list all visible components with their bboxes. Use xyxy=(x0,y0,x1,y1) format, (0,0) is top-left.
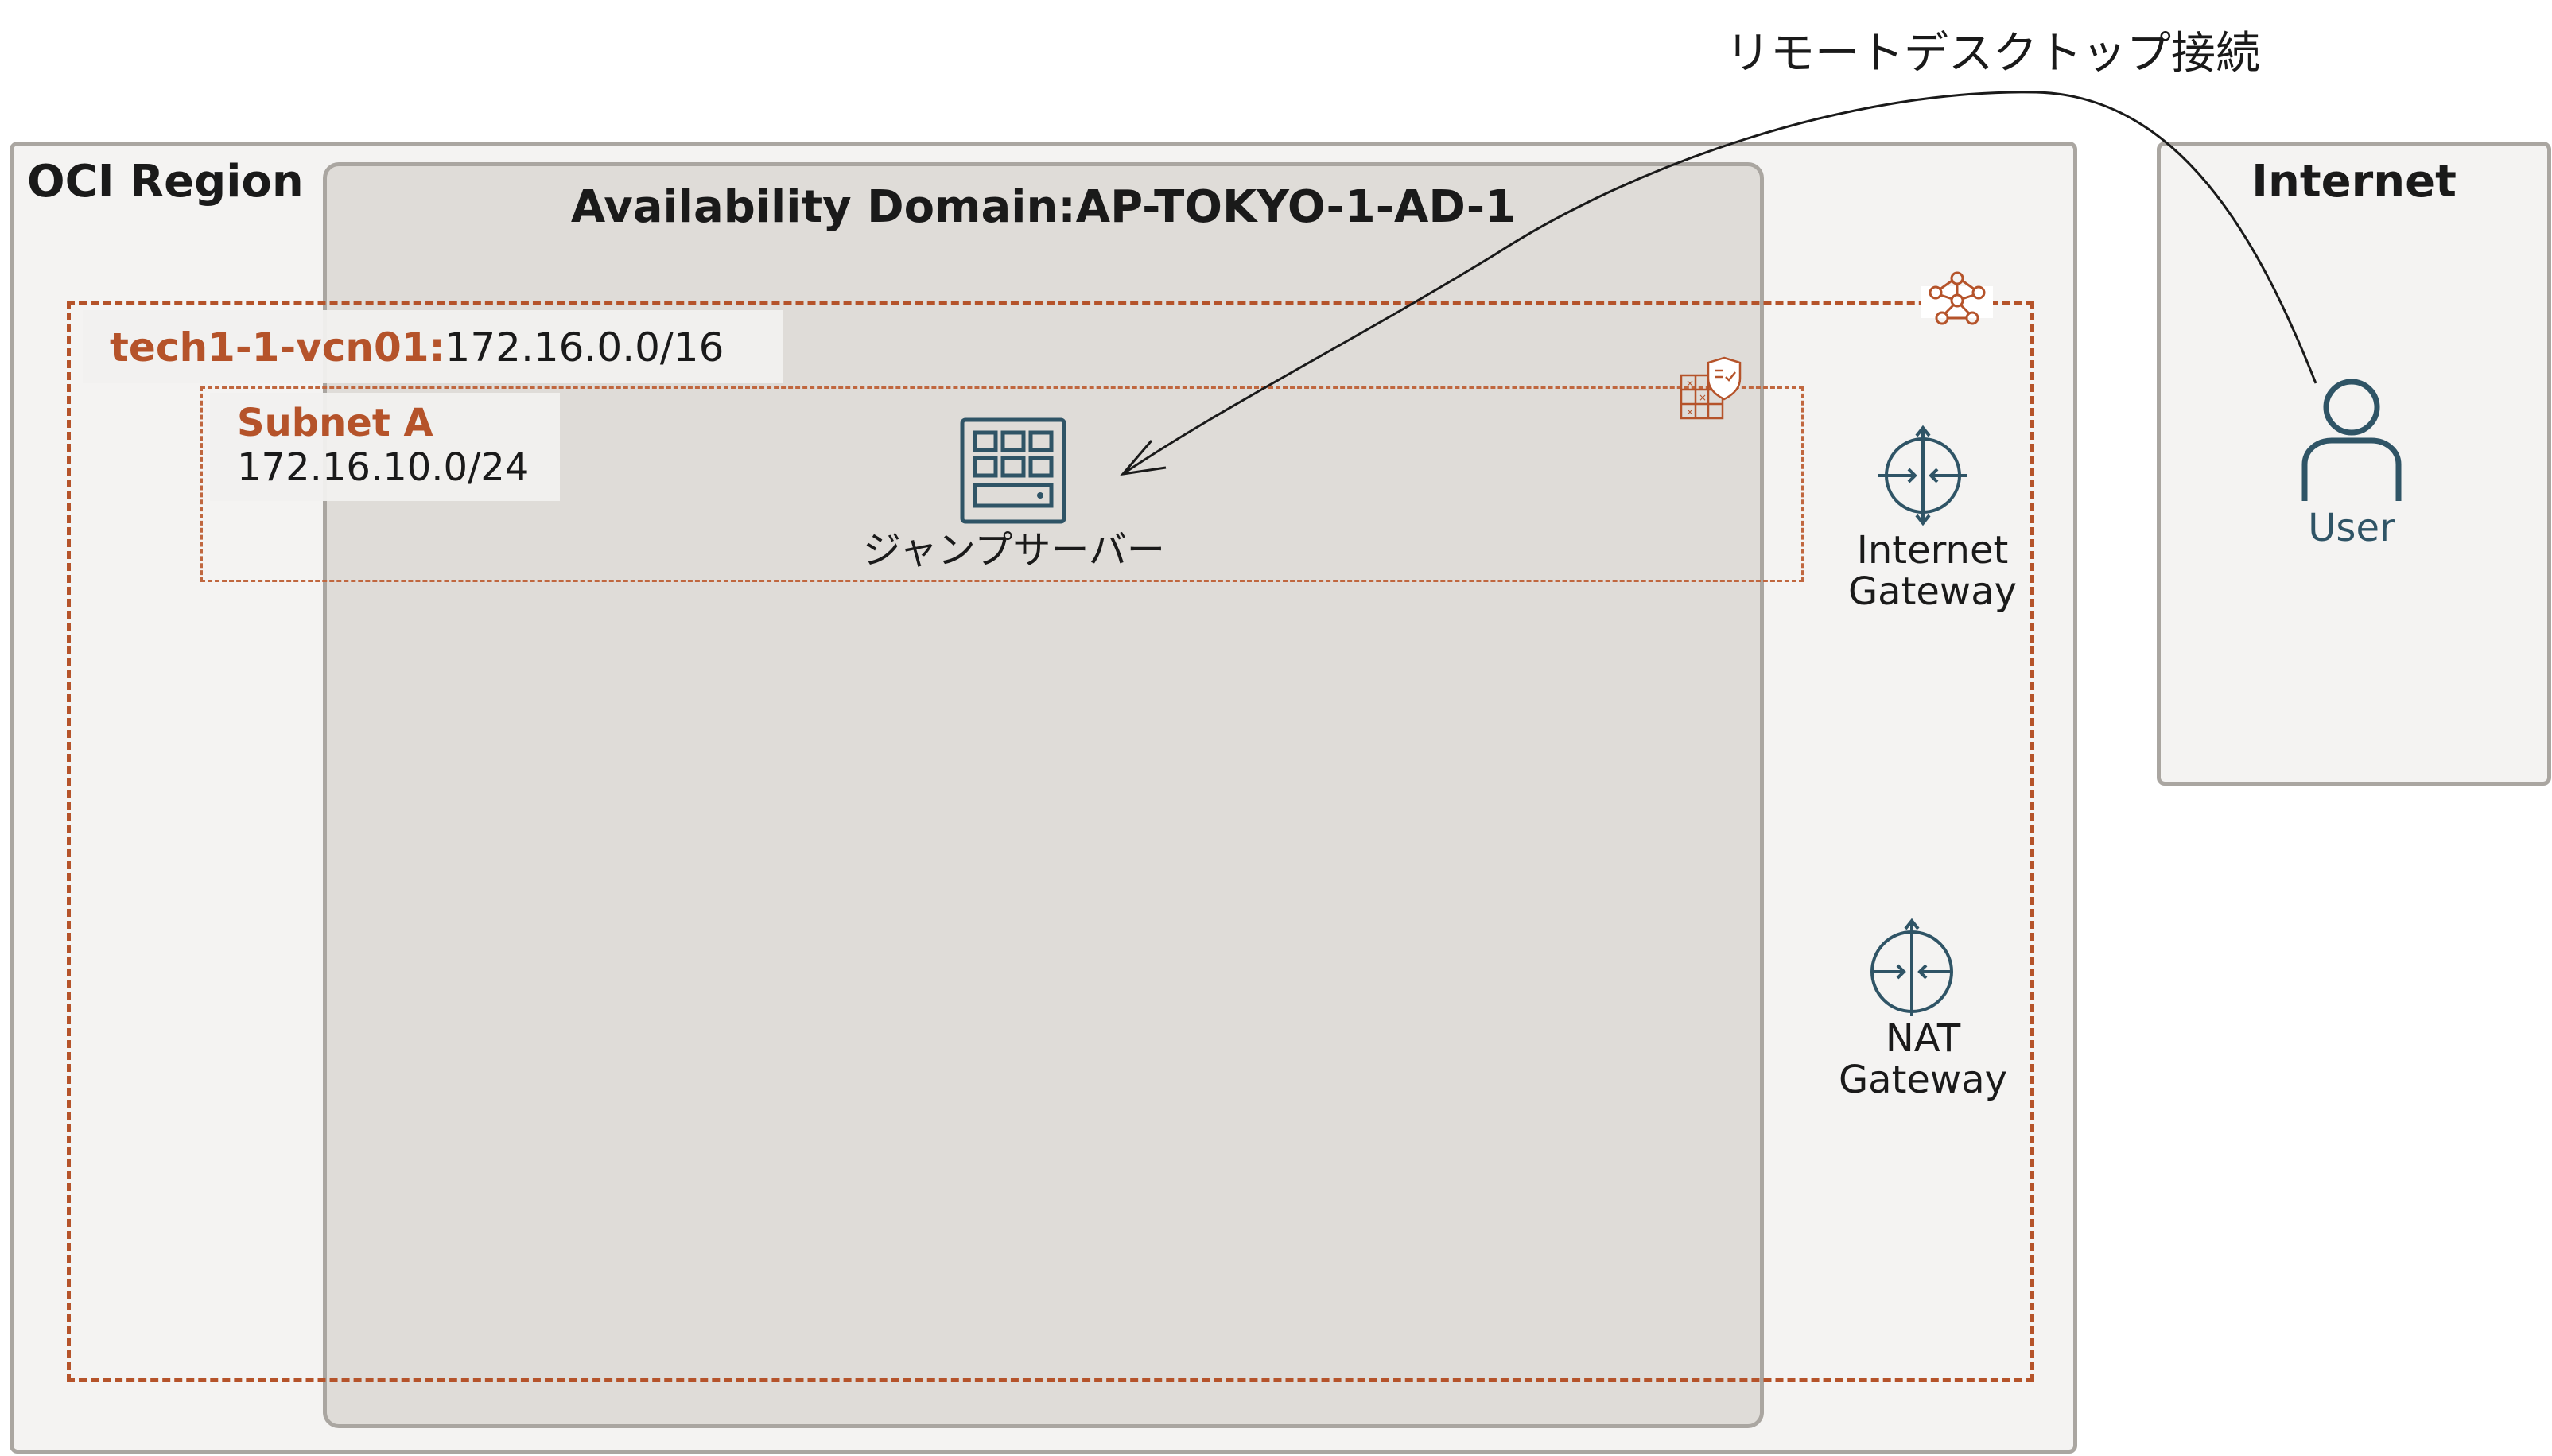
subnet-cidr: 172.16.10.0/24 xyxy=(237,445,530,490)
internet-gateway-label-line1: Internet xyxy=(1856,528,2009,573)
user-label: User xyxy=(2308,506,2395,550)
user-icon xyxy=(2301,379,2402,501)
subnet-boundary xyxy=(200,386,1804,582)
vcn-boundary xyxy=(67,301,2034,1382)
vcn-label-background xyxy=(83,310,783,383)
connection-label: リモートデスクトップ接続 xyxy=(1726,28,2260,80)
nat-gateway-icon xyxy=(1870,918,1953,1016)
svg-text:×: × xyxy=(1686,406,1694,417)
vcn-name: tech1-1-vcn01: xyxy=(110,324,445,371)
svg-text:×: × xyxy=(1699,392,1707,403)
internet-title: Internet xyxy=(2251,156,2457,208)
vcn-cidr: 172.16.0.0/16 xyxy=(445,324,724,371)
jump-server-label: ジャンプサーバー xyxy=(863,528,1165,573)
internet-container xyxy=(2157,142,2551,786)
nat-gateway-label: NAT Gateway xyxy=(1804,1018,2042,1101)
availability-domain-title: Availability Domain:AP-TOKYO-1-AD-1 xyxy=(570,181,1517,233)
vcn-label: tech1-1-vcn01:172.16.0.0/16 xyxy=(110,324,724,371)
internet-gateway-icon xyxy=(1878,425,1967,526)
nat-gateway-label-line2: Gateway xyxy=(1838,1058,2008,1102)
oci-region-title: OCI Region xyxy=(27,156,304,208)
subnet-name: Subnet A xyxy=(237,401,433,445)
server-icon xyxy=(960,417,1066,524)
svg-text:×: × xyxy=(1686,378,1694,389)
security-list-icon: × × × xyxy=(1680,356,1742,420)
subnet-label-background xyxy=(210,393,560,501)
internet-gateway-label: Internet Gateway xyxy=(1813,530,2052,612)
internet-gateway-label-line2: Gateway xyxy=(1847,569,2018,614)
nat-gateway-label-line1: NAT xyxy=(1885,1016,1961,1061)
vcn-icon xyxy=(1921,271,1993,325)
